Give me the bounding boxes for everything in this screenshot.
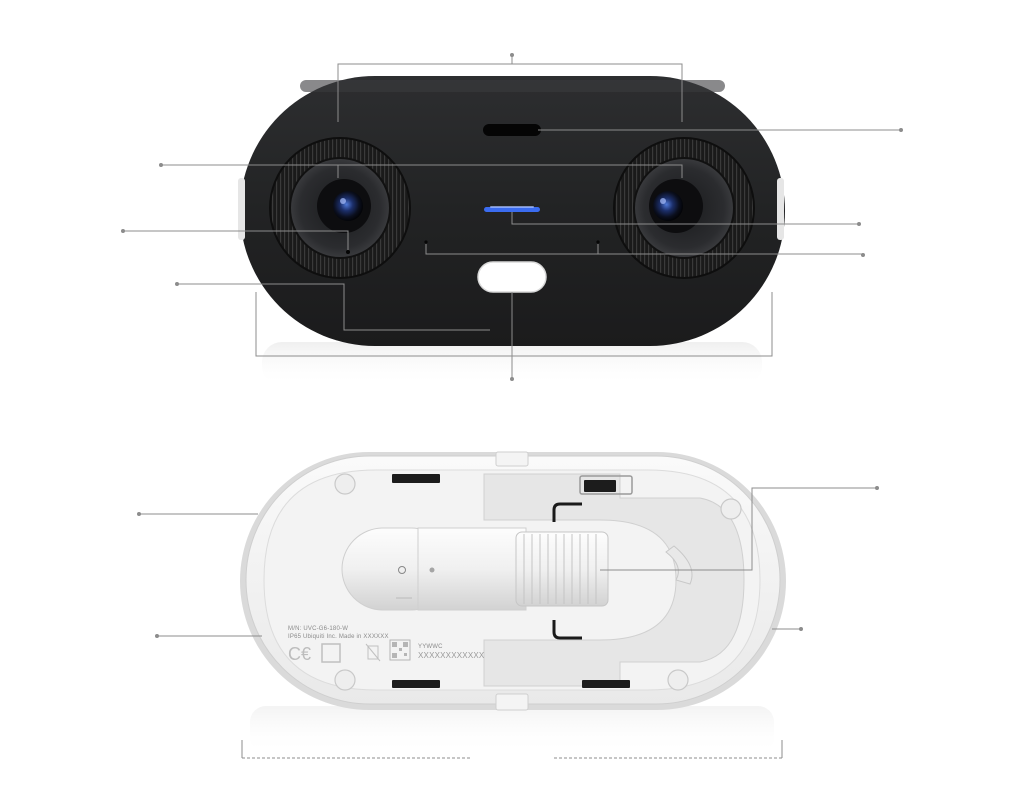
camera-front-view — [121, 53, 903, 386]
model-number: M/N: UVC-G6-180-W — [288, 626, 348, 632]
microphone-right — [596, 240, 600, 244]
ratings-line: IP65 Ubiquiti Inc. Made in XXXXXX — [288, 634, 389, 640]
serial-number: XXXXXXXXXXXX — [418, 651, 485, 660]
cable-retainer — [665, 545, 693, 585]
mount-reflection — [250, 706, 774, 754]
callout-lines-bottom — [140, 487, 876, 637]
callout-dots-top — [121, 53, 903, 381]
top-clip — [495, 451, 529, 467]
screw-bosses — [334, 473, 742, 691]
detachable-tool — [341, 527, 609, 611]
weee-bin-icon — [367, 645, 379, 660]
callout-lines-top — [124, 56, 900, 378]
regulatory-label: M/N: UVC-G6-180-W IP65 Ubiquiti Inc. Mad… — [288, 626, 485, 664]
mount-plate-view: M/N: UVC-G6-180-W IP65 Ubiquiti Inc. Mad… — [137, 451, 879, 759]
camera-body-highlight — [300, 80, 725, 92]
speaker-grille — [483, 124, 541, 136]
mount-slots — [392, 474, 630, 688]
clip-hook-lower — [552, 620, 582, 640]
dimension-bracket — [241, 740, 783, 759]
left-side-light — [238, 178, 245, 240]
right-lens-assembly — [613, 137, 755, 279]
microphone-left — [424, 240, 428, 244]
ce-mark: C€ — [288, 644, 311, 664]
left-lens-assembly — [269, 137, 411, 279]
doorbell-button — [477, 261, 547, 293]
qr-code-icon — [389, 639, 411, 661]
left-mic-dot — [346, 250, 350, 254]
date-code: YYWWC — [418, 644, 443, 650]
right-lens-glass — [653, 191, 683, 221]
status-led — [484, 207, 540, 212]
clip-hook-upper — [552, 502, 582, 522]
left-lens-glass — [333, 191, 363, 221]
callout-dots-bottom — [137, 486, 879, 638]
ukca-mark — [321, 643, 341, 663]
cable-channel — [483, 473, 745, 687]
lock-icon — [398, 566, 406, 574]
bottom-clip — [495, 693, 529, 711]
right-side-light — [777, 178, 784, 240]
